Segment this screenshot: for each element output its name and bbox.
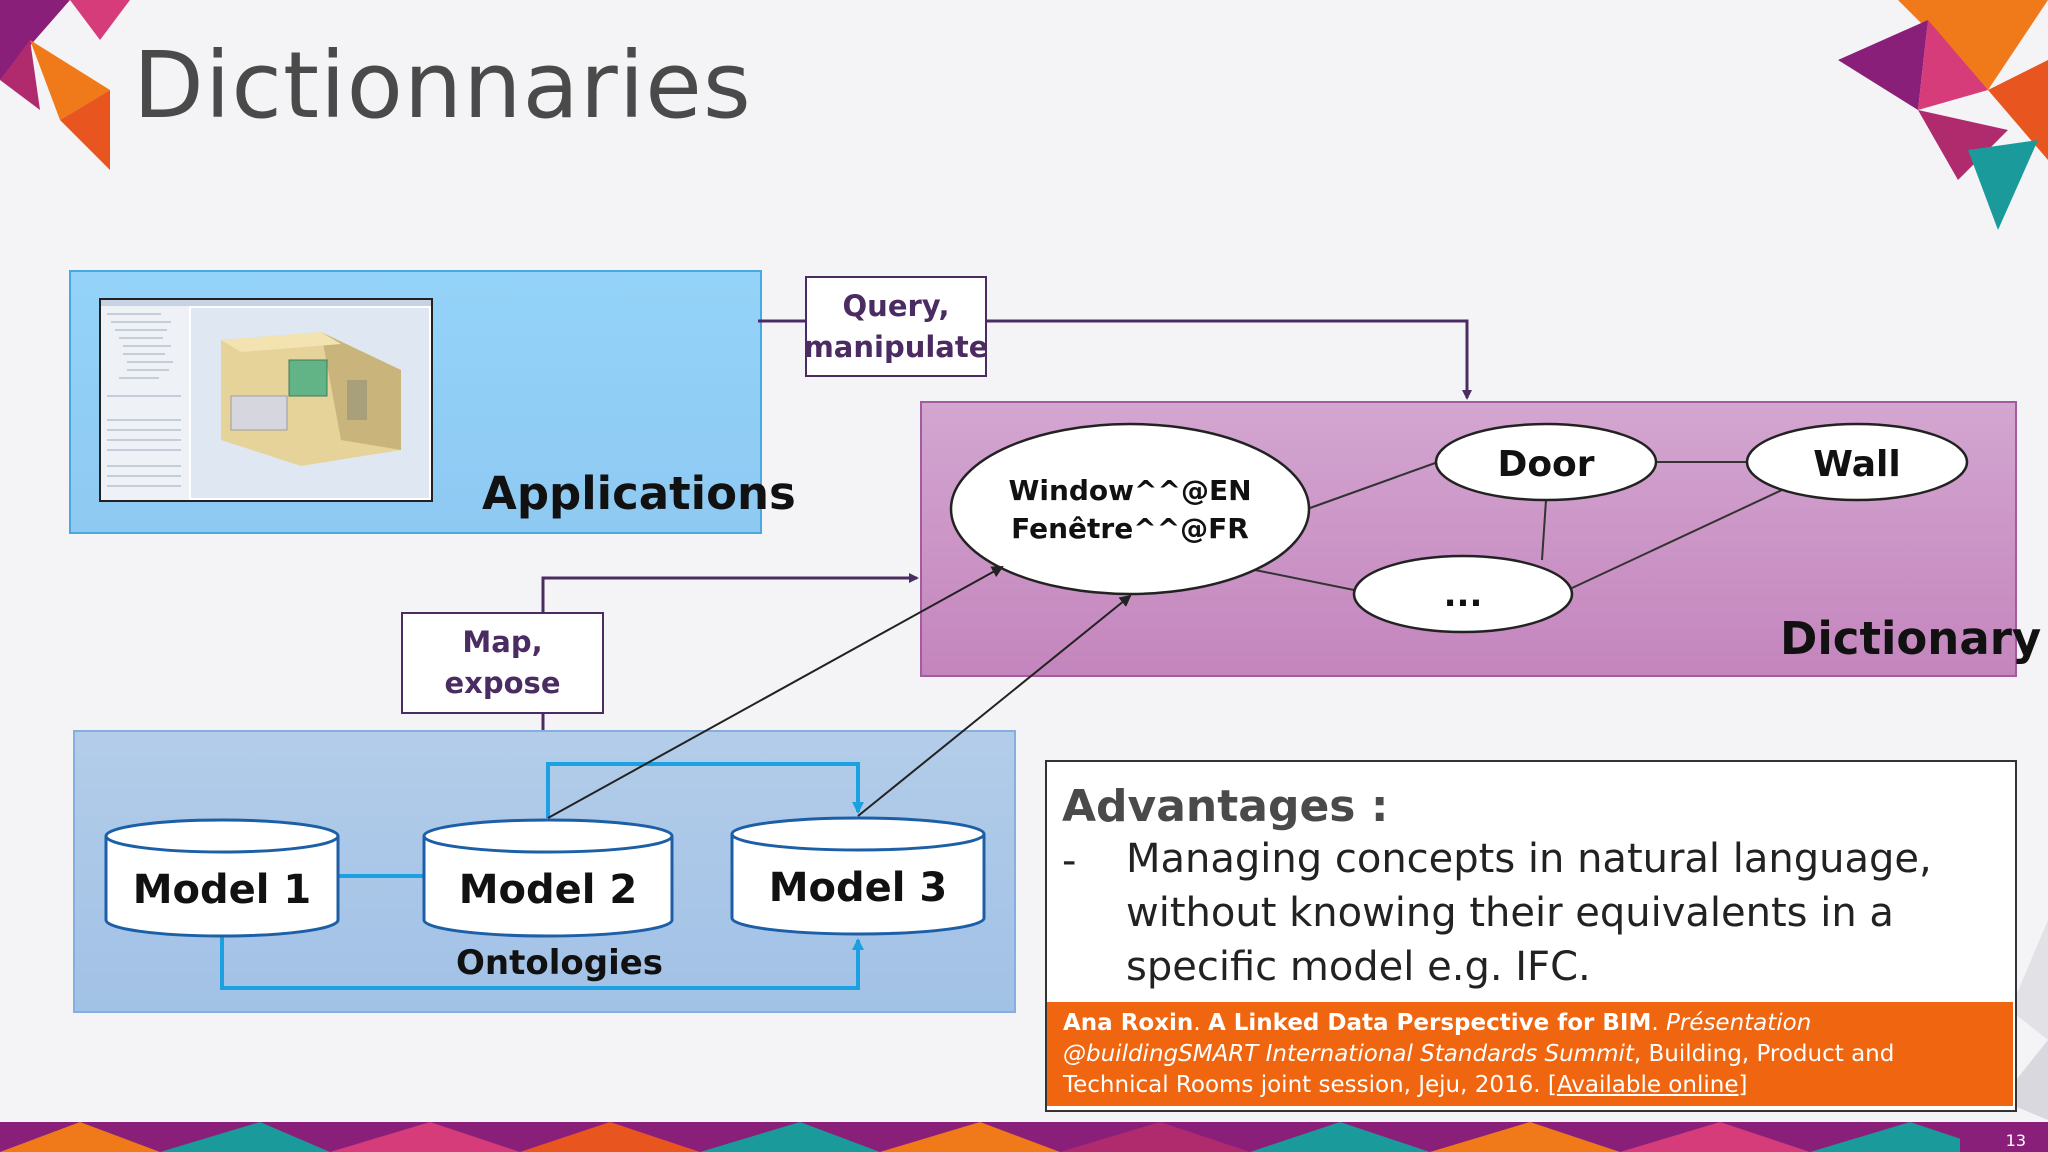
wall-node	[1745, 422, 1969, 502]
map-line-1: Map,	[462, 625, 543, 659]
ontologies-label: Ontologies	[456, 943, 664, 983]
model-2-label: Model 2	[459, 867, 638, 913]
ellipsis-label: ...	[1444, 575, 1483, 615]
citation-separator: .	[1193, 1010, 1208, 1036]
window-fr-label: Fenêtre^^@FR	[1011, 512, 1249, 545]
map-line-2: expose	[444, 666, 561, 700]
citation-banner: Ana Roxin. A Linked Data Perspective for…	[1047, 1002, 2013, 1106]
model3-to-window-arrow	[857, 594, 1132, 817]
citation-venue: Présentation @buildingSMART Internationa…	[1063, 1010, 1812, 1067]
building-model-image	[101, 300, 431, 500]
query-arrow	[983, 319, 1472, 400]
model-2-cylinder	[422, 818, 674, 938]
dictionary-label: Dictionary	[1780, 612, 2042, 665]
citation-separator: .	[1651, 1010, 1666, 1036]
window-node	[949, 422, 1311, 596]
model2-to-window-arrow	[547, 566, 1004, 819]
slide-title: Dictionnaries	[133, 32, 752, 139]
citation-details: , Building, Product and Technical Rooms …	[1063, 1041, 1895, 1098]
application-screenshot	[99, 298, 433, 502]
map-expose-callout: Map, expose	[401, 612, 604, 714]
edge-window-ellipsis	[1254, 569, 1355, 591]
model1-model3-connector	[220, 936, 864, 990]
query-line-2: manipulate	[803, 329, 989, 364]
edge-ellipsis-wall	[1571, 489, 1783, 589]
query-line-1: Query,	[842, 288, 950, 323]
edge-window-door	[1309, 461, 1439, 509]
ellipsis-node	[1352, 554, 1574, 634]
map-arrow	[541, 573, 919, 612]
top-right-decoration	[1838, 0, 2048, 230]
bottom-decoration-strip	[0, 1122, 2048, 1152]
model2-model3-connector	[546, 762, 864, 818]
citation-author: Ana Roxin	[1063, 1010, 1194, 1036]
window-en-label: Window^^@EN	[1008, 474, 1251, 507]
edge-door-ellipsis	[1541, 499, 1547, 561]
door-label: Door	[1497, 444, 1594, 485]
model-1-cylinder	[104, 818, 340, 938]
page-number: 13	[2005, 1131, 2026, 1150]
applications-label: Applications	[482, 467, 796, 520]
citation-link[interactable]: Available online	[1556, 1072, 1739, 1098]
query-manipulate-callout: Query, manipulate	[803, 276, 989, 377]
model-3-label: Model 3	[769, 865, 948, 911]
advantages-text: Managing concepts in natural language, w…	[1126, 836, 1932, 990]
model-3-cylinder	[730, 816, 986, 936]
door-node	[1434, 422, 1658, 502]
wall-label: Wall	[1813, 444, 1900, 485]
model-1-label: Model 1	[133, 867, 312, 913]
citation-work: A Linked Data Perspective for BIM	[1207, 1010, 1652, 1036]
citation-end: ]	[1738, 1072, 1748, 1098]
advantages-title: Advantages :	[1062, 781, 1389, 832]
advantages-bullet: -	[1062, 838, 1077, 884]
top-left-decoration	[0, 0, 130, 170]
